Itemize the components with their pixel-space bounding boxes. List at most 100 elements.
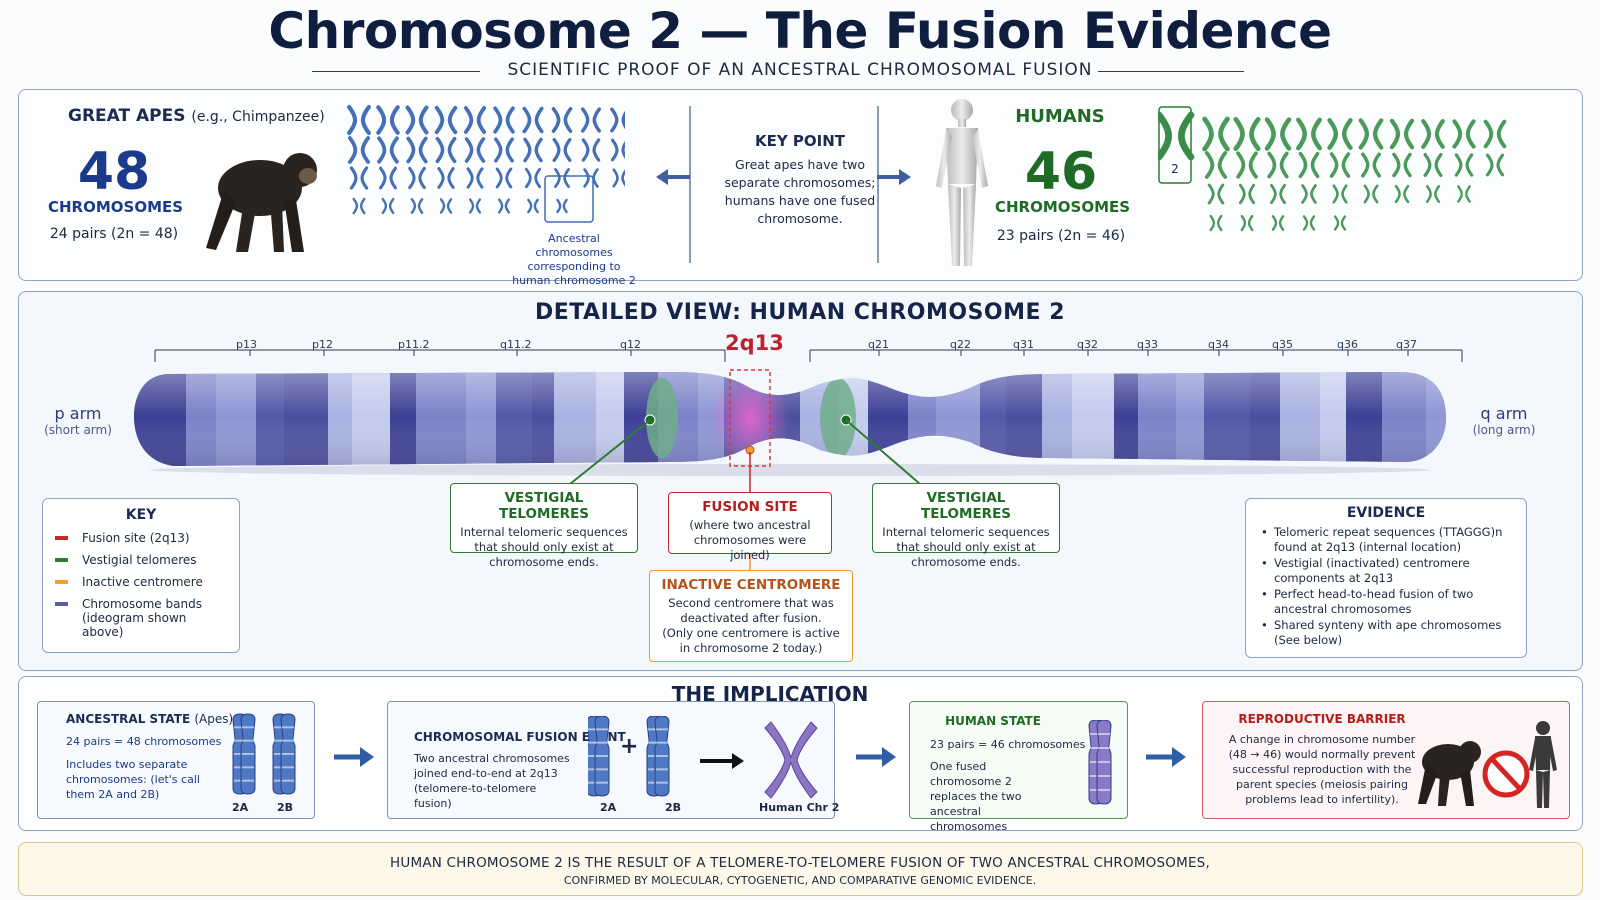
evidence-item: Vestigial (inactivated) centromere compo… (1258, 556, 1514, 586)
human-chromosome (1394, 184, 1410, 204)
ape-chromosome (347, 136, 371, 164)
page-subtitle: SCIENTIFIC PROOF OF AN ANCESTRAL CHROMOS… (507, 60, 1093, 80)
key-item-centromere: Inactive centromere (55, 575, 227, 589)
ape-chromosome (610, 107, 625, 133)
human-figure-icon (936, 99, 988, 266)
ape-chromosome (408, 166, 426, 190)
human-chromosome (1423, 153, 1443, 177)
human-chr2-label: 2 (1171, 162, 1179, 176)
ancestral-label-2a: 2A (232, 801, 249, 814)
ape-chromosome (352, 197, 366, 215)
ape-chromosome (583, 168, 599, 188)
divider-left (689, 106, 691, 263)
human-karyotype (1158, 106, 1507, 232)
p-arm-name: p arm (54, 404, 102, 423)
barrier-illustration (1418, 721, 1557, 808)
band-p12: p12 (312, 338, 333, 351)
prohibited-icon (1482, 750, 1530, 798)
ape-chromosome (464, 137, 486, 163)
fusion-event-heading: CHROMOSOMAL FUSION EVENT (414, 730, 626, 744)
human-chromosome (1392, 152, 1412, 178)
callout-telomeres-left: VESTIGIAL TELOMERES Internal telomeric s… (450, 483, 638, 569)
human-chromosome (1329, 152, 1351, 178)
human-chromosome (1483, 119, 1507, 149)
callout-fusion-site: FUSION SITE (where two ancestral chromos… (668, 492, 832, 562)
human-chromosome (1327, 117, 1353, 151)
conclusion-line-2: CONFIRMED BY MOLECULAR, CYTOGENETIC, AND… (563, 874, 1037, 887)
human-chromosome (1233, 116, 1261, 152)
human-state-heading: HUMAN STATE (945, 714, 1041, 728)
great-apes-title: GREAT APES (68, 106, 186, 126)
ape-chromosome (552, 138, 572, 162)
key-legend-title: KEY (125, 507, 157, 523)
ape-chromosome (435, 136, 457, 164)
key-label-bands: Chromosome bands (ideogram shown above) (82, 597, 202, 639)
band-q37: q37 (1396, 338, 1417, 351)
ape-chromosome (522, 106, 544, 134)
band-q22: q22 (950, 338, 971, 351)
key-label-fusion: Fusion site (2q13) (82, 531, 190, 545)
band-q32: q32 (1077, 338, 1098, 351)
human-state-text: One fused chromosome 2 replaces the two … (930, 760, 1022, 833)
human-chromosome (1270, 183, 1286, 205)
evidence-item: Telomeric repeat sequences (TTAGGG)n fou… (1258, 525, 1514, 555)
band-p11-2: p11.2 (398, 338, 430, 351)
ape-chromosome (377, 136, 399, 164)
barrier-heading: REPRODUCTIVE BARRIER (1238, 712, 1406, 726)
band-q36: q36 (1337, 338, 1358, 351)
ape-chromosome (466, 167, 484, 189)
ape-chromosome (406, 136, 428, 164)
p-arm-sub: (short arm) (44, 423, 112, 437)
human-pairs: 23 pairs (2n = 46) (996, 228, 1126, 244)
ape-chromosome (580, 107, 602, 133)
fusion-plus-sign: + (620, 734, 639, 759)
barrier-text: A change in chromosome number (48 → 46) … (1228, 733, 1416, 806)
ape-chromosome (612, 168, 625, 188)
ape-chromosome (347, 104, 371, 136)
ancestral-text: Includes two separate chromosomes: (let'… (66, 758, 200, 801)
key-swatch-fusion (55, 536, 68, 540)
callout-inactive-centromere: INACTIVE CENTROMERE Second centromere th… (649, 570, 853, 662)
key-point-heading: KEY POINT (754, 132, 846, 150)
human-silhouette-icon (1529, 721, 1557, 808)
human-chr2-icon (1088, 720, 1112, 805)
implication-arrow-2-icon (856, 747, 896, 767)
ape-chromosome (405, 105, 429, 135)
human-chromosome (1421, 119, 1445, 149)
callout-telomeres-right: VESTIGIAL TELOMERES Internal telomeric s… (872, 483, 1060, 569)
human-chromosome (1454, 153, 1474, 177)
fusion-label-2a: 2A (600, 801, 617, 814)
ape-chromosome (381, 197, 395, 215)
great-apes-heading: GREAT APES (e.g., Chimpanzee) (68, 106, 325, 126)
key-point-text: Great apes have two separate chromosomes… (724, 157, 876, 226)
ape-chromosome (495, 167, 513, 189)
band-scale (154, 349, 1463, 362)
human-chromosome (1301, 184, 1317, 204)
q-arm-name: q arm (1480, 404, 1528, 423)
callout-fusion-site-title: FUSION SITE (702, 499, 798, 515)
ape-chromosome (527, 198, 539, 214)
ape-chromosome (493, 106, 515, 134)
q-arm-sub: (long arm) (1472, 423, 1536, 437)
ancestral-caption: Ancestral chromosomes corresponding to h… (512, 232, 636, 287)
implication-arrow-1-icon (334, 747, 374, 767)
q-arm-label: q arm (long arm) (1462, 404, 1546, 437)
subtitle-rule-left (312, 71, 480, 72)
chromosome-2-ideogram (134, 369, 1446, 476)
callout-telomeres-left-text: Internal telomeric sequences that should… (460, 525, 628, 569)
arrow-right-icon (877, 169, 911, 185)
key-item-bands: Chromosome bands (ideogram shown above) (55, 597, 227, 639)
band-q21: q21 (868, 338, 889, 351)
ape-chromosome (556, 198, 568, 214)
band-q35: q35 (1272, 338, 1293, 351)
evidence-title: EVIDENCE (1346, 505, 1426, 521)
human-chromosome-unit: CHROMOSOMES (995, 198, 1131, 216)
fusion-band-label: 2q13 (725, 331, 784, 355)
detailed-view-title: DETAILED VIEW: HUMAN CHROMOSOME 2 (534, 300, 1066, 325)
human-state-pairs: 23 pairs = 46 chromosomes (930, 738, 1086, 751)
humans-heading: HUMANS (1015, 106, 1105, 127)
human-chromosome (1457, 185, 1471, 203)
band-q31: q31 (1013, 338, 1034, 351)
key-swatch-centromere (55, 580, 68, 584)
divider-right (877, 106, 879, 263)
